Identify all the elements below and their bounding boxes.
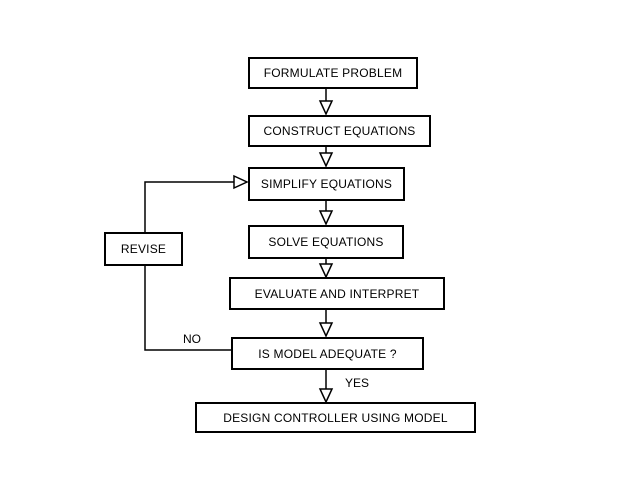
step-design-controller: DESIGN CONTROLLER USING MODEL xyxy=(195,402,476,433)
step-revise-label: REVISE xyxy=(120,242,167,256)
step-evaluate-and-interpret: EVALUATE AND INTERPRET xyxy=(229,277,445,310)
step-solve-equations: SOLVE EQUATIONS xyxy=(248,225,404,259)
arrow-formulate-to-construct xyxy=(318,88,334,116)
step-construct-equations-label: CONSTRUCT EQUATIONS xyxy=(263,124,416,138)
label-yes: YES xyxy=(345,376,370,390)
decision-is-model-adequate-label: IS MODEL ADEQUATE ? xyxy=(258,346,397,361)
arrow-construct-to-simplify xyxy=(318,146,334,168)
step-construct-equations: CONSTRUCT EQUATIONS xyxy=(248,115,431,147)
step-formulate-problem: FORMULATE PROBLEM xyxy=(248,57,418,89)
decision-is-model-adequate: IS MODEL ADEQUATE ? xyxy=(231,337,424,370)
step-simplify-equations-label: SIMPLIFY EQUATIONS xyxy=(260,177,393,191)
arrow-adequate-to-design xyxy=(318,369,334,404)
arrow-simplify-to-solve xyxy=(318,200,334,226)
step-design-controller-label: DESIGN CONTROLLER USING MODEL xyxy=(223,410,448,425)
step-solve-equations-label: SOLVE EQUATIONS xyxy=(268,235,384,249)
label-no: NO xyxy=(183,332,201,346)
step-revise: REVISE xyxy=(104,232,183,266)
feedback-no-to-revise xyxy=(144,266,232,351)
step-evaluate-and-interpret-label: EVALUATE AND INTERPRET xyxy=(254,286,420,301)
arrow-solve-to-evaluate xyxy=(318,258,334,279)
step-formulate-problem-label: FORMULATE PROBLEM xyxy=(263,66,403,80)
feedback-revise-to-simplify xyxy=(144,174,249,232)
step-simplify-equations: SIMPLIFY EQUATIONS xyxy=(248,167,405,201)
arrow-evaluate-to-adequate xyxy=(318,309,334,338)
